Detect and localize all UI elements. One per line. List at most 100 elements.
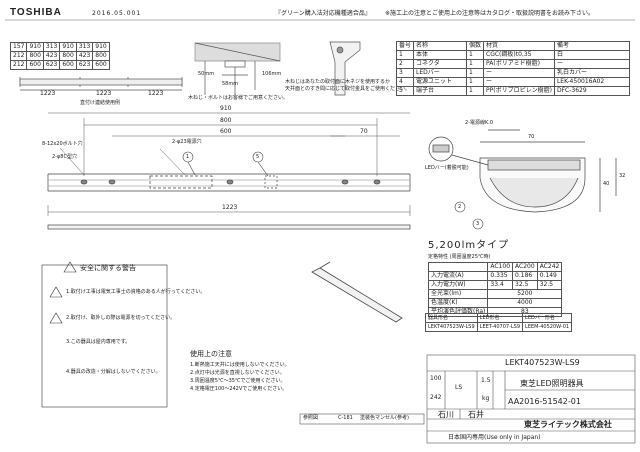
spec-header: AC242 [536, 262, 563, 272]
dim-cell: 157 [9, 42, 28, 52]
safety-title: 安全に関する警告 [80, 264, 136, 272]
front-dim-1223: 1223 [222, 204, 238, 211]
safety-item-1: 1.取付け工事は電気工事士の資格のある人が行ってください。 [66, 289, 206, 295]
spec-table-title: 定格特性 (周囲温度25℃時) [428, 254, 491, 260]
title-product: 東芝LED照明器具 [520, 379, 584, 388]
parts-cell: 1 [466, 86, 485, 96]
parts-header: 番号 [395, 41, 415, 51]
dim-cell: 212 [9, 51, 28, 61]
model-header: LEDバー形名 [522, 313, 573, 323]
dim-cell: 800 [26, 51, 44, 61]
title-scale: 1.5 [481, 377, 491, 384]
spec-cell: 全光束(lm) [427, 289, 489, 299]
usage-line-1: 1.断熱施工天井には使用しないでください。 [190, 362, 290, 368]
parts-cell: 1 [466, 68, 485, 78]
front-balloon-1: 1 [186, 154, 190, 160]
title-person-2: 石井 [468, 410, 484, 419]
front-balloon-5: 5 [256, 154, 260, 160]
brand-logo: TOSHIBA [10, 7, 62, 18]
spec-cell: 入力電流(A) [427, 271, 489, 281]
dim-cell: 910 [26, 42, 44, 52]
dim-cell: 910 [59, 42, 77, 52]
parts-cell: ー [483, 68, 555, 78]
lumen-type-title: 5,200lmタイプ [428, 240, 510, 251]
parts-cell: 3 [395, 68, 415, 78]
spec-cell: 0.335 [487, 271, 514, 281]
dim-cell: 313 [75, 42, 94, 52]
title-person-1: 石川 [438, 410, 454, 419]
spec-header: AC200 [512, 262, 538, 272]
spec-cell: 色温度(K) [427, 298, 489, 308]
title-voltage-b: 242 [430, 394, 442, 401]
connection-caption: 直付け連結使用例 [80, 100, 121, 106]
spec-cell: 入力電力(W) [427, 280, 489, 290]
spec-cell: 0.149 [536, 271, 563, 281]
mount-dim-a: 50mm [198, 71, 215, 77]
spec-header [427, 262, 489, 272]
front-dim-600: 600 [220, 128, 232, 135]
title-model: LEKT407523W-LS9 [505, 358, 580, 367]
parts-cell: 5 [395, 86, 415, 96]
mount-note-3: 木ねじ・ボルトはお客様でご用意ください。 [188, 95, 289, 101]
dim-cell: 423 [42, 51, 61, 61]
side-balloon-3: 3 [476, 221, 480, 227]
parts-table: 番号 名称 個数 材質 備考 1 本体 1 CGC(鋼板)t0.35 白 2 コ… [395, 41, 630, 96]
rohs-label: 塗装色マンセル(参考) [360, 415, 409, 421]
usage-line-3: 3.周囲温度5℃〜35℃でご使用ください。 [190, 378, 286, 384]
spec-table: AC100 AC200 AC242 入力電流(A) 0.335 0.186 0.… [427, 262, 563, 317]
side-label-k: 2-電源線K.0 [465, 120, 494, 126]
side-note: LEDバー(着脱可能) [425, 165, 469, 171]
usage-title: 使用上の注意 [190, 350, 232, 358]
model-table: 器具形名 LED形名 LEDバー形名 LEKT407523W-LS9 LEET-… [425, 313, 573, 332]
parts-cell: CGC(鋼板)t0.35 [483, 50, 555, 60]
parts-cell: 乳白カバー [553, 68, 630, 78]
dim-cell: 600 [92, 60, 110, 70]
parts-cell: コネクタ [413, 59, 468, 69]
parts-cell: 1 [466, 59, 485, 69]
front-view-dimensions [47, 112, 411, 216]
mount-dim-c: 58mm [222, 81, 239, 87]
title-voltage-a: 100 [430, 375, 442, 382]
connection-dim-1223-a: 1223 [40, 90, 56, 97]
title-company: 東芝ライテック株式会社 [524, 420, 612, 429]
parts-cell: ー [553, 59, 630, 69]
model-cell: LEET-40707-LS9 [476, 322, 524, 332]
dim-cell: 623 [75, 60, 94, 70]
parts-cell: 4 [395, 77, 415, 87]
bolt-hole-label: 8-12x20ボルト穴 [42, 141, 83, 147]
warning-symbols [41, 261, 168, 408]
dim-cell: 313 [42, 42, 61, 52]
dim-cell: 910 [92, 42, 110, 52]
c-hole-label: 2-φ8C型穴 [52, 154, 77, 160]
side-balloons [454, 201, 484, 230]
dim-cell: 623 [42, 60, 61, 70]
safety-item-4: 4.器具の改造・分解はしないでください。 [66, 369, 161, 375]
parts-cell: 電源ユニット [413, 77, 468, 87]
spec-cell: 33.4 [487, 280, 514, 290]
mount-note-1: 木ねじはあなたの取付面に木ネジを使用するか [285, 79, 391, 85]
parts-header: 個数 [466, 41, 485, 51]
ref-value: C-181 [338, 415, 353, 421]
mount-dim-b: 106mm [262, 71, 282, 77]
spec-header: AC100 [487, 262, 514, 272]
parts-cell: 1 [466, 77, 485, 87]
title-drawing-no: AA2016-51542-01 [508, 397, 581, 406]
side-dim-70: 70 [528, 134, 535, 140]
ref-label: 参照図 [303, 415, 319, 421]
mount-note-2: 天井面とのすき間に応じて取付金具をご使用ください。 [285, 86, 410, 92]
power-hole-label: 2-φ23電源穴 [172, 139, 202, 145]
model-header: 器具形名 [425, 313, 478, 323]
parts-cell: 1 [395, 50, 415, 60]
install-notice: ※施工上の注意とご使用上の注意等はカタログ・取扱説明書をお読み下さい。 [385, 10, 595, 17]
connection-example [19, 77, 183, 91]
fixture-strip-bottom [47, 224, 411, 230]
mount-detail-sketch [194, 41, 361, 96]
connection-dim-1223-b: 1223 [96, 90, 112, 97]
spec-cell: 32.5 [536, 280, 563, 290]
usage-line-4: 4.定格電圧100〜242Vでご使用ください。 [190, 386, 288, 392]
green-notice: 『グリーン購入法対応機種適合品』 [275, 10, 371, 17]
parts-header: 備考 [553, 41, 630, 51]
parts-cell: 1 [466, 50, 485, 60]
safety-item-3: 3.この器具は屋内専用です。 [66, 339, 131, 345]
side-view-section [428, 129, 617, 213]
